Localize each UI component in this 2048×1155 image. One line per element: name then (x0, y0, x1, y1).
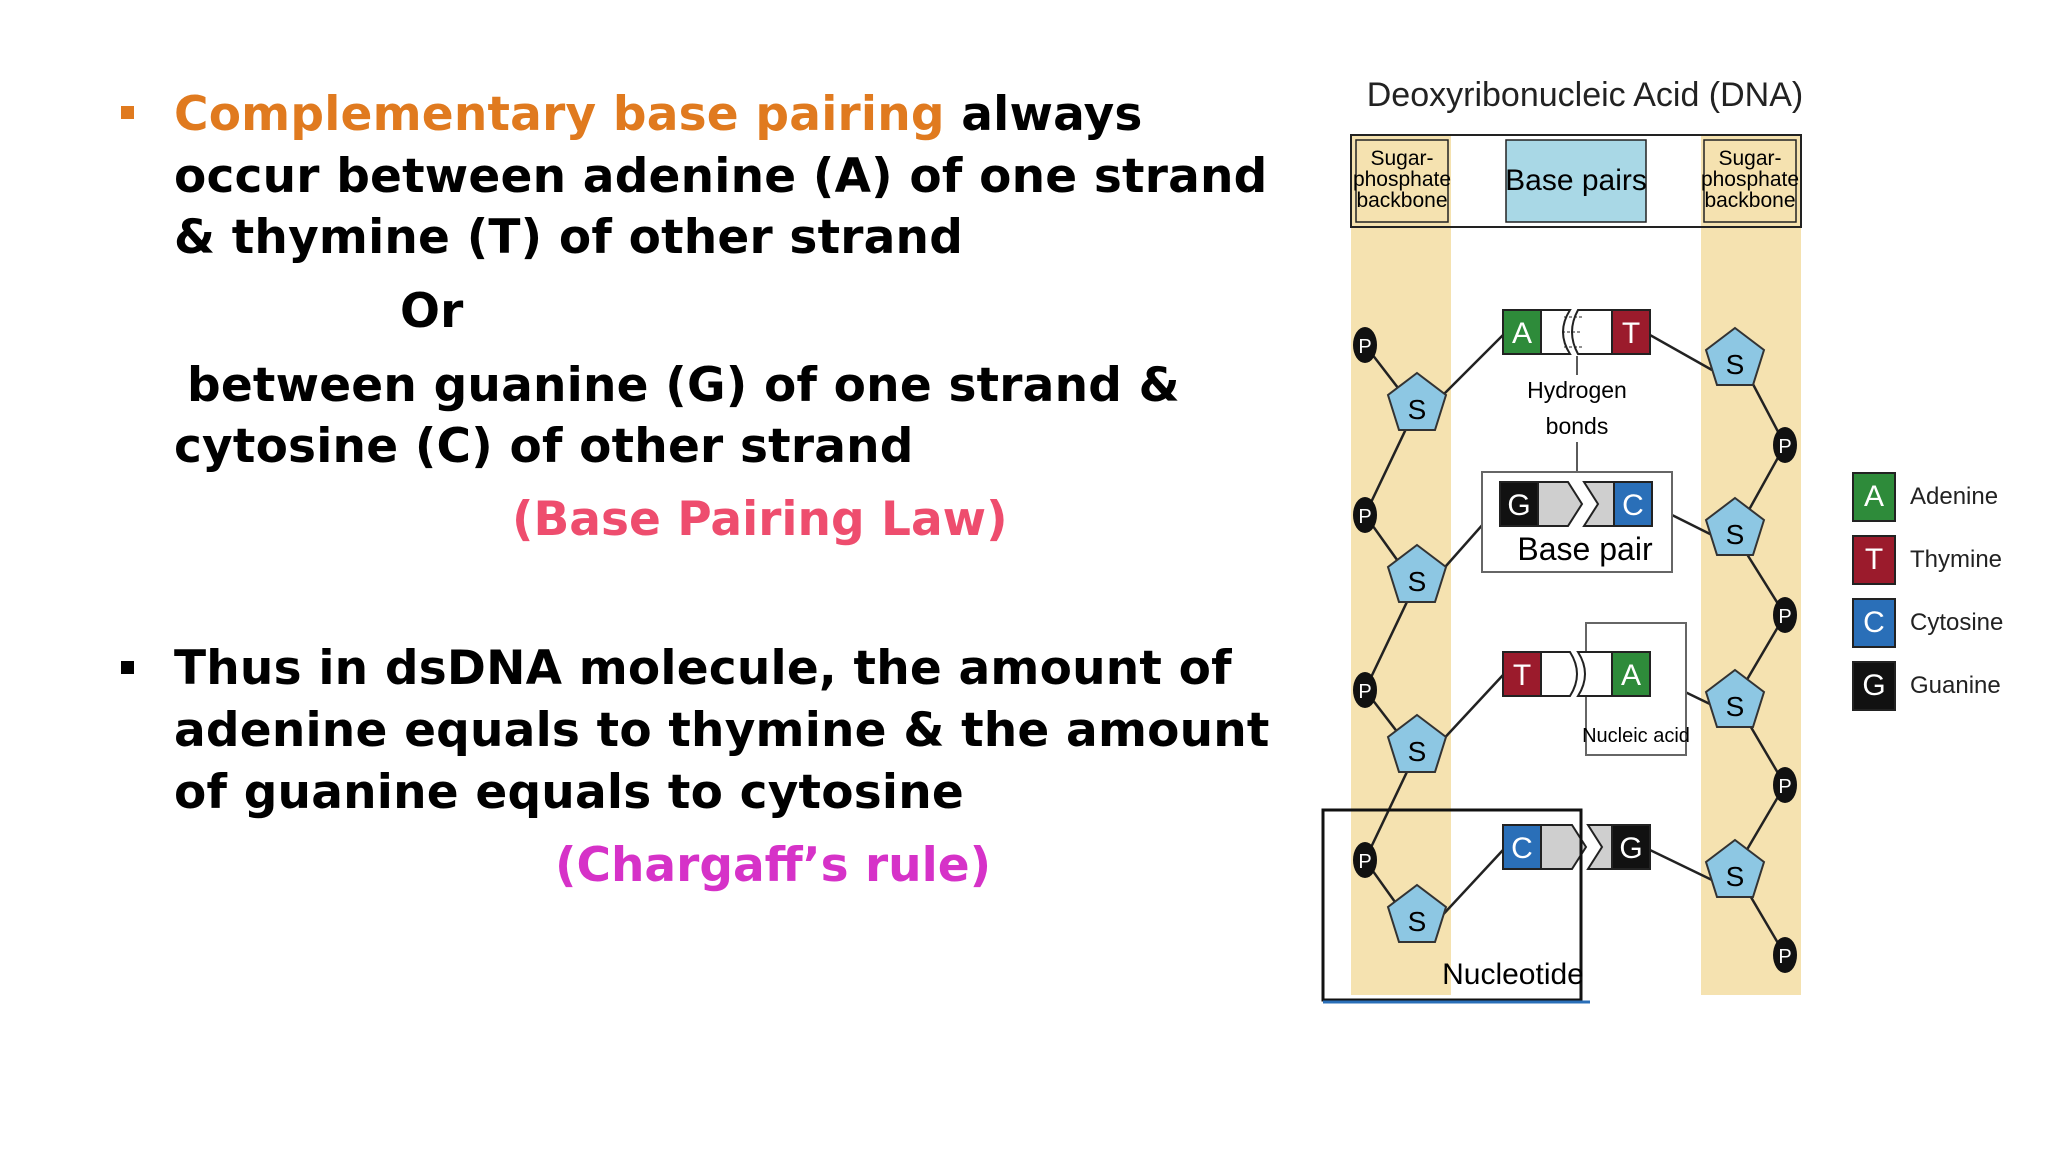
bullet-1-line-2: occur between adenine (A) of one strand (174, 149, 1268, 204)
legend-swatch-t: T (1852, 534, 1896, 585)
sugar-left-4: S (1386, 883, 1448, 943)
header-left-1: Sugar- (1370, 147, 1433, 170)
base-pair-label: Base pair (1517, 531, 1653, 567)
bullet-1-marker (121, 106, 134, 119)
sugar-right-1: S (1704, 326, 1766, 386)
legend-item-guanine: G Guanine (1852, 654, 2032, 717)
phosphate-left-4: P (1353, 842, 1377, 878)
sugar-left-1: S (1386, 371, 1448, 431)
base-pairing-law: (Base Pairing Law) (512, 492, 1008, 547)
header-mid: Base pairs (1505, 164, 1647, 197)
base-1-left: A (1512, 317, 1532, 350)
base-4-left: C (1511, 832, 1533, 865)
link-4-left (1437, 849, 1504, 921)
svg-text:P: P (1778, 436, 1791, 458)
diagram-title: Deoxyribonucleic Acid (DNA) (1367, 76, 1804, 114)
base-3-left: T (1513, 659, 1531, 692)
base-4-right: G (1619, 832, 1642, 865)
legend-swatch-c: C (1852, 597, 1896, 648)
legend-label-adenine: Adenine (1910, 482, 1999, 510)
legend-label-guanine: Guanine (1910, 671, 2001, 699)
svg-text:S: S (1408, 736, 1427, 767)
legend-item-thymine: T Thymine (1852, 528, 2032, 591)
phosphate-right-4: P (1773, 937, 1797, 973)
highlight-term: Complementary base pairing (174, 87, 945, 142)
link-4-right (1649, 848, 1713, 882)
svg-text:P: P (1358, 681, 1371, 703)
dna-diagram: Deoxyribonucleic Acid (DNA) Sugar- phosp… (1320, 70, 2020, 1020)
text-column: Complementary base pairing always occur … (121, 84, 1269, 893)
nucleic-acid-label: Nucleic acid (1582, 725, 1690, 747)
header-left-box (1355, 139, 1449, 223)
link-3-left (1437, 674, 1504, 746)
svg-text:P: P (1778, 776, 1791, 798)
bullet-2-marker (121, 661, 134, 674)
legend-item-adenine: A Adenine (1852, 465, 2032, 528)
svg-text:S: S (1726, 861, 1745, 892)
svg-text:S: S (1408, 906, 1427, 937)
sugar-right-3: S (1704, 668, 1766, 728)
bullet-1-line-1: Complementary base pairing always (174, 84, 1143, 146)
bullet-2-line-2: adenine equals to thymine & the amount (174, 703, 1270, 758)
header-right-3: backbone (1704, 189, 1795, 212)
svg-text:S: S (1726, 349, 1745, 380)
svg-text:P: P (1358, 506, 1371, 528)
sugar-left-2: S (1386, 543, 1448, 603)
bullet-2-line-1: Thus in dsDNA molecule, the amount of (174, 641, 1232, 696)
header-left-3: backbone (1356, 189, 1447, 212)
legend-label-thymine: Thymine (1910, 545, 2003, 573)
phosphate-left-1: P (1353, 327, 1377, 363)
base-1-right: T (1622, 317, 1640, 350)
phosphate-right-1: P (1773, 427, 1797, 463)
svg-text:S: S (1726, 519, 1745, 550)
phosphate-left-3: P (1353, 672, 1377, 708)
phosphate-left-2: P (1353, 497, 1377, 533)
svg-text:P: P (1358, 851, 1371, 873)
phosphate-right-2: P (1773, 597, 1797, 633)
nucleotide-label: Nucleotide (1442, 958, 1584, 991)
legend-label-cytosine: Cytosine (1910, 608, 2004, 636)
legend-swatch-g: G (1852, 660, 1896, 711)
link-1-left (1437, 334, 1504, 401)
link-1-right (1649, 333, 1713, 372)
base-2-right: C (1622, 489, 1644, 522)
sugar-right-4: S (1704, 838, 1766, 898)
bullet-1-line-5: cytosine (C) of other strand (174, 419, 914, 474)
hydrogen-bonds-label-2: bonds (1546, 413, 1609, 439)
svg-text:S: S (1726, 691, 1745, 722)
base-pair-2: G C (1499, 481, 1653, 527)
sugar-right-2: S (1704, 496, 1766, 556)
svg-text:S: S (1408, 394, 1427, 425)
chargaff-rule: (Chargaff’s rule) (555, 838, 992, 893)
or-text: Or (400, 284, 464, 339)
bullet-1-line-1-rest: always (944, 87, 1143, 142)
bullet-1-line-4: between guanine (G) of one strand & (187, 358, 1180, 413)
legend-item-cytosine: C Cytosine (1852, 591, 2032, 654)
sugar-left-3: S (1386, 713, 1448, 773)
svg-text:P: P (1358, 336, 1371, 358)
base-3-right: A (1621, 659, 1641, 692)
phosphate-right-3: P (1773, 767, 1797, 803)
svg-text:P: P (1778, 606, 1791, 628)
base-pair-4: C G (1502, 824, 1651, 870)
base-2-left: G (1507, 489, 1530, 522)
header-right-box (1703, 139, 1797, 223)
bullet-1-line-3: & thymine (T) of other strand (174, 210, 964, 265)
svg-text:P: P (1778, 946, 1791, 968)
bullet-2-line-3: of guanine equals to cytosine (174, 765, 964, 820)
legend: A Adenine T Thymine C Cytosine G Guanine (1852, 465, 2032, 717)
hydrogen-bonds-label-1: Hydrogen (1527, 377, 1627, 403)
header-mid-box (1505, 139, 1647, 223)
svg-text:S: S (1408, 566, 1427, 597)
legend-swatch-a: A (1852, 471, 1896, 522)
header-frame (1350, 134, 1802, 228)
nucleotide-frame (1321, 808, 1583, 1002)
base-pair-3: T A (1502, 651, 1651, 697)
header-right-1: Sugar- (1718, 147, 1781, 170)
header-left-2: phosphate (1353, 168, 1451, 191)
base-pair-1: A T (1502, 309, 1651, 355)
header-right-2: phosphate (1701, 168, 1799, 191)
